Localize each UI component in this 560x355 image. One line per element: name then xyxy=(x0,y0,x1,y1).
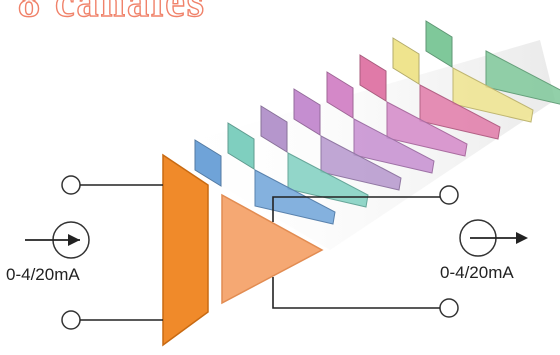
output-terminal-bottom xyxy=(439,298,459,318)
channel-amplifier-band-7 xyxy=(452,67,534,123)
channel-input-slab-4 xyxy=(293,88,321,136)
channel-amplifier-band-8 xyxy=(485,50,560,105)
diagram-title: 8 canales xyxy=(17,0,206,27)
channel-input-slab-5 xyxy=(326,71,354,119)
channel-amplifier-band-6 xyxy=(419,84,501,140)
channel-input-slab-2 xyxy=(227,122,255,170)
channel-amplifier-band-4 xyxy=(353,118,435,174)
output-signal-label: 0-4/20mA xyxy=(440,263,514,282)
output-wire-top xyxy=(272,196,440,222)
amplifier-triangle xyxy=(221,193,324,305)
channel-input-slab-3 xyxy=(260,105,288,153)
input-arrow-icon xyxy=(68,234,80,246)
output-arrow-icon xyxy=(516,232,528,244)
output-wire-bottom xyxy=(272,277,440,309)
channel-amplifier-band-2 xyxy=(287,152,369,208)
channel-input-slab-6 xyxy=(359,54,387,102)
channel-input-slab-8 xyxy=(425,20,453,68)
channel-amplifier-band-3 xyxy=(320,135,402,191)
channel-amplifier-band-5 xyxy=(386,101,468,157)
input-block xyxy=(162,153,209,347)
channel-unit-6 xyxy=(359,54,501,140)
channel-unit-2 xyxy=(227,122,369,208)
input-terminal-top xyxy=(61,175,81,195)
channel-unit-4 xyxy=(293,88,435,174)
channel-stack xyxy=(194,20,560,225)
output-terminal-top xyxy=(439,185,459,205)
channel-unit-8 xyxy=(425,20,560,105)
channel-input-slab-7 xyxy=(392,37,420,85)
input-signal-label: 0-4/20mA xyxy=(6,265,80,284)
channel-input-slab-1 xyxy=(194,139,222,187)
input-terminal-bottom xyxy=(61,310,81,330)
channel-unit-7 xyxy=(392,37,534,123)
channel-unit-3 xyxy=(260,105,402,191)
channel-unit-5 xyxy=(326,71,468,157)
